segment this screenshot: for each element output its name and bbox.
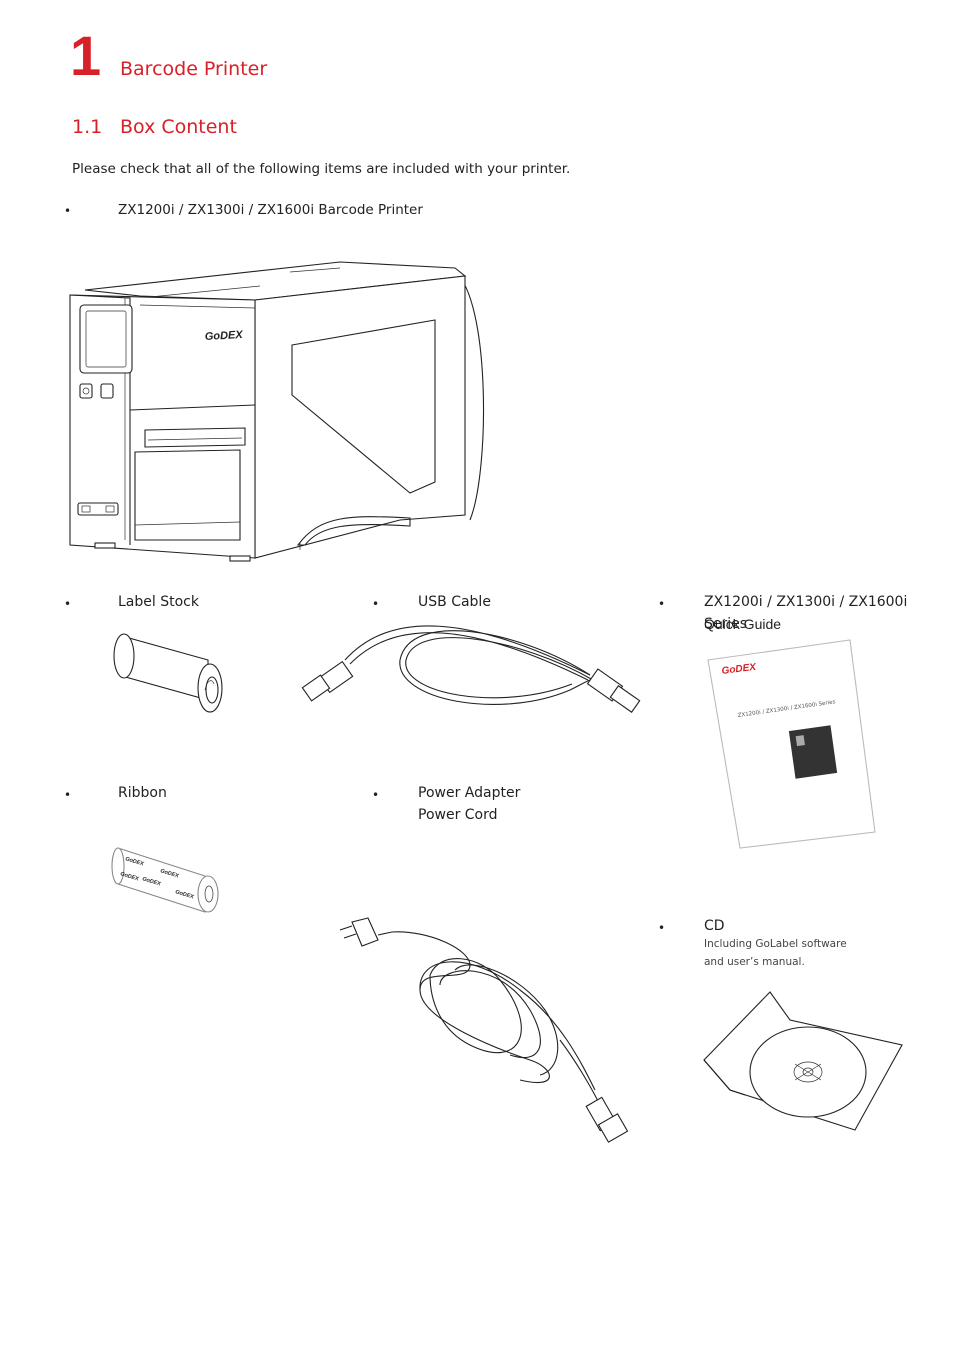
ribbon-label: Ribbon — [118, 785, 167, 801]
bullet: • — [64, 597, 72, 611]
ribbon-brand-2: GoDEX — [159, 868, 179, 879]
bullet: • — [64, 204, 72, 218]
power-cord-label: Power Cord — [418, 807, 498, 823]
power-adapter-label: Power Adapter — [418, 785, 521, 801]
quick-guide-cover-brand: GoDEX — [721, 662, 758, 677]
label-stock-label: Label Stock — [118, 594, 199, 610]
cd-note-line1: Including GoLabel software — [704, 938, 847, 950]
ribbon-brand-1: GoDEX — [124, 856, 144, 867]
ribbon-brand-3: GoDEX — [119, 871, 139, 882]
quick-guide-label-line1: ZX1200i / ZX1300i / ZX1600i Series — [704, 594, 908, 632]
bullet: • — [658, 921, 666, 935]
usb-cable-label: USB Cable — [418, 594, 491, 610]
cd-label: CD — [704, 918, 725, 934]
printer-label: ZX1200i / ZX1300i / ZX1600i Barcode Prin… — [118, 202, 423, 218]
ribbon-brand-4: GoDEX — [141, 876, 161, 887]
chapter-title: Barcode Printer — [120, 58, 268, 80]
intro-text: Please check that all of the following i… — [72, 161, 571, 177]
cd-note-line2: and user’s manual. — [704, 956, 805, 968]
bullet: • — [372, 788, 380, 802]
chapter-number: 1 — [70, 24, 102, 87]
section-title: Box Content — [120, 116, 237, 138]
bullet: • — [658, 597, 666, 611]
bullet: • — [372, 597, 380, 611]
quick-guide-label-line2: Quick Guide — [704, 616, 782, 632]
printer-brand-logo: GoDEX — [205, 329, 244, 343]
bullet: • — [64, 788, 72, 802]
section-number: 1.1 — [72, 116, 103, 138]
ribbon-brand-5: GoDEX — [174, 889, 194, 900]
